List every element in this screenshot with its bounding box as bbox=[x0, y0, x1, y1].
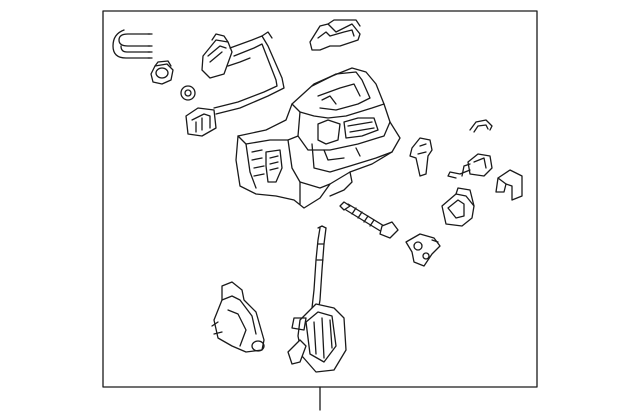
lever-cover bbox=[211, 281, 265, 353]
shift-lever bbox=[287, 225, 347, 373]
harness-connector bbox=[201, 33, 233, 79]
shifter-base-housing bbox=[235, 67, 401, 209]
harness-plug bbox=[185, 107, 217, 137]
small-clip bbox=[469, 119, 493, 133]
bracket bbox=[441, 187, 475, 227]
switch-sensor bbox=[409, 137, 433, 177]
shift-indicator-bezel bbox=[309, 19, 361, 51]
washer bbox=[180, 85, 196, 101]
pivot-bolt bbox=[339, 201, 399, 239]
u-clip bbox=[495, 169, 523, 201]
connector-assembly bbox=[447, 153, 493, 179]
retaining-clip bbox=[112, 29, 153, 59]
bushing bbox=[150, 60, 174, 85]
cable-bracket bbox=[405, 233, 441, 267]
wiring-harness bbox=[213, 31, 285, 115]
